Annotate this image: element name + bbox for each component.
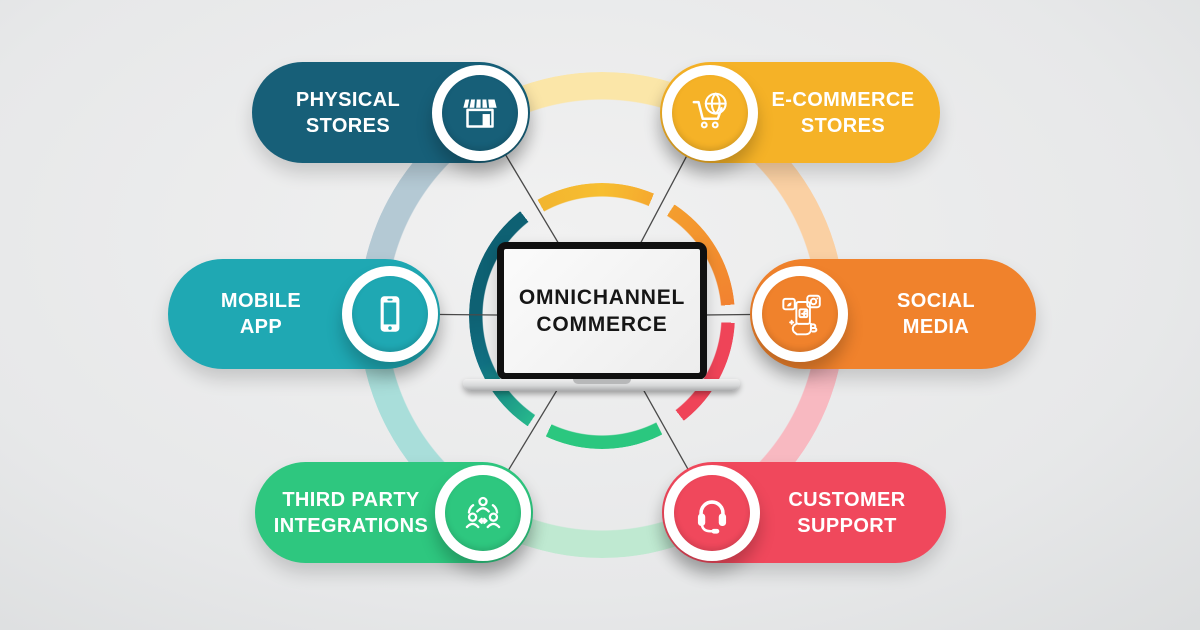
network-people-icon [445, 474, 521, 551]
node-ecommerce-stores: E-COMMERCE STORES [660, 62, 940, 163]
center-title: OMNICHANNEL COMMERCE [519, 284, 685, 338]
node-label-line1: CUSTOMER [788, 488, 906, 511]
node-label-line1: E-COMMERCE [771, 88, 915, 111]
node-icon-badge [662, 64, 758, 161]
node-label: PHYSICAL STORES [252, 87, 530, 139]
node-icon-badge [664, 464, 760, 561]
node-customer-support: CUSTOMER SUPPORT [662, 462, 946, 563]
laptop-base-notch [572, 379, 631, 384]
node-social-media: SOCIAL MEDIA [750, 259, 1036, 369]
node-label: CUSTOMER SUPPORT [662, 487, 946, 539]
node-label-line2: STORES [305, 114, 391, 137]
node-label-line1: PHYSICAL [295, 88, 401, 111]
node-label-line1: SOCIAL [897, 290, 975, 312]
storefront-icon [442, 74, 518, 151]
node-label: E-COMMERCE STORES [660, 87, 940, 139]
node-label: THIRD PARTY INTEGRATIONS [255, 487, 533, 539]
smartphone-icon [352, 276, 428, 352]
node-label-line2: SUPPORT [797, 514, 897, 537]
laptop-base [463, 379, 740, 391]
node-physical-stores: PHYSICAL STORES [252, 62, 530, 163]
laptop-screen: OMNICHANNEL COMMERCE [497, 242, 707, 380]
node-icon-badge [342, 266, 438, 362]
node-label-line2: MEDIA [902, 316, 970, 338]
node-label-line2: APP [239, 316, 283, 338]
node-icon-badge [752, 266, 848, 362]
center-title-line1: OMNICHANNEL [518, 286, 686, 309]
social-hand-icon [762, 276, 838, 352]
node-icon-badge [432, 64, 528, 161]
cart-globe-icon [672, 74, 748, 151]
node-label-line2: STORES [800, 114, 886, 137]
node-label: MOBILE APP [168, 288, 440, 340]
center-title-line2: COMMERCE [536, 313, 668, 336]
node-label-line2: INTEGRATIONS [273, 514, 429, 537]
node-mobile-app: MOBILE APP [168, 259, 440, 369]
laptop-display: OMNICHANNEL COMMERCE [504, 249, 700, 373]
node-third-party-integrations: THIRD PARTY INTEGRATIONS [255, 462, 533, 563]
node-label-line1: MOBILE [220, 290, 302, 312]
node-label-line1: THIRD PARTY [282, 488, 420, 511]
node-label: SOCIAL MEDIA [750, 288, 1036, 340]
node-icon-badge [435, 464, 531, 561]
headset-icon [674, 474, 750, 551]
